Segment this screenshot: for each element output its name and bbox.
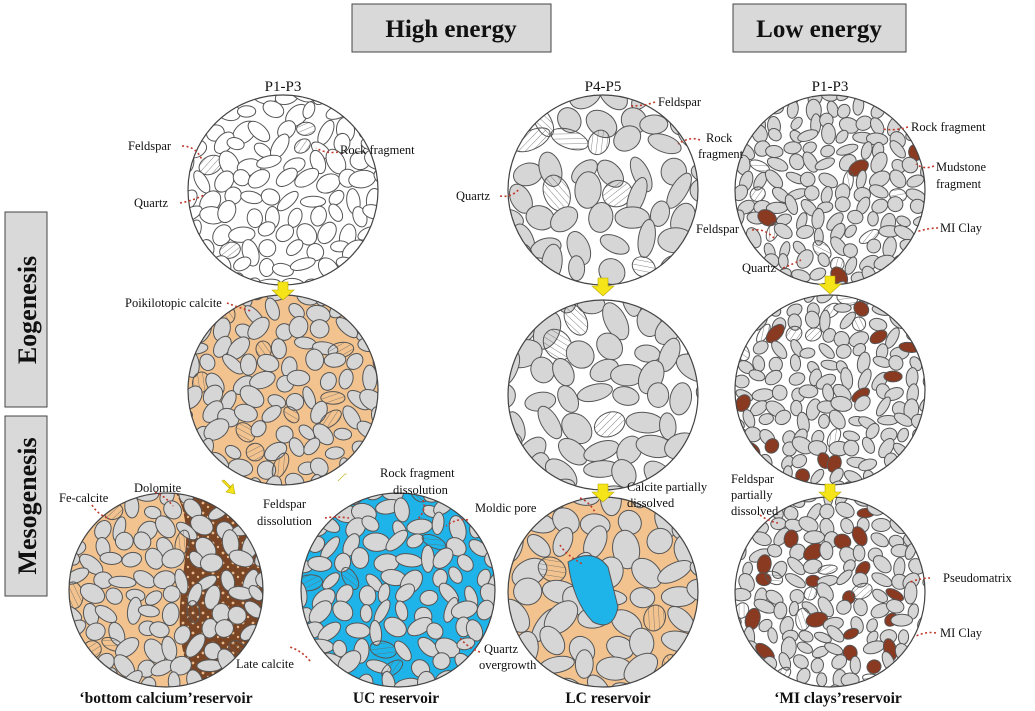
thin-section-low-eogenesis bbox=[734, 294, 926, 486]
arrow-diag-left bbox=[221, 479, 236, 495]
label-feldspar-b: Feldspar bbox=[658, 95, 702, 109]
arrow-down-1 bbox=[271, 281, 295, 301]
arrow-down-3 bbox=[591, 483, 615, 503]
label-feldspar-partially-3: dissolved bbox=[731, 504, 779, 518]
label-mi-clay-b: MI Clay bbox=[940, 626, 983, 640]
label-rock-b2: fragment bbox=[698, 147, 744, 161]
thin-section-low-initial bbox=[734, 94, 926, 286]
captions: ‘bottom calcium’reservoir UC reservoir L… bbox=[79, 690, 901, 707]
thin-section-bottom-calcium bbox=[68, 492, 264, 688]
label-quartz-over-1: Quartz bbox=[484, 642, 518, 656]
header-high-energy-text: High energy bbox=[385, 16, 517, 43]
label-mi-clay-a: MI Clay bbox=[940, 221, 983, 235]
label-calcite-partially-1: Calcite partially bbox=[627, 480, 708, 494]
leader-lines bbox=[91, 101, 939, 662]
label-dolomite: Dolomite bbox=[134, 481, 182, 495]
labels: Feldspar Rock fragment Quartz Feldspar R… bbox=[59, 95, 1012, 672]
arrow-down-4 bbox=[818, 275, 842, 295]
header-high-energy: High energy bbox=[351, 3, 552, 53]
stage-mesogenesis-text: Mesogenesis bbox=[13, 437, 42, 574]
label-poikilotopic-calcite: Poikilotopic calcite bbox=[125, 296, 222, 310]
label-rock-fragment-a: Rock fragment bbox=[340, 143, 415, 157]
caption-lc: LC reservoir bbox=[565, 690, 650, 707]
phase-label-middle: P4-P5 bbox=[585, 79, 622, 95]
label-feldspar-partially-1: Feldspar bbox=[731, 472, 775, 486]
arrow-diag-right bbox=[337, 473, 347, 482]
label-mudstone-1: Mudstone bbox=[936, 160, 986, 174]
thin-section-p4p5-eogenesis bbox=[507, 299, 699, 491]
stage-eogenesis-text: Eogenesis bbox=[13, 256, 42, 364]
label-quartz-b: Quartz bbox=[456, 189, 490, 203]
label-calcite-partially-2: dissolved bbox=[627, 496, 675, 510]
arrows bbox=[221, 275, 842, 503]
arrow-down-2 bbox=[591, 277, 615, 297]
label-late-calcite: Late calcite bbox=[236, 657, 294, 671]
phase-label-right: P1-P3 bbox=[812, 79, 849, 95]
header-low-energy-text: Low energy bbox=[756, 16, 882, 43]
label-mudstone-2: fragment bbox=[936, 177, 982, 191]
label-quartz-c: Quartz bbox=[742, 261, 776, 275]
label-quartz-over-2: overgrowth bbox=[479, 658, 537, 672]
label-feldspar-a: Feldspar bbox=[128, 139, 172, 153]
thin-section-p1p3-initial bbox=[187, 94, 379, 286]
caption-mi-clays: ‘MI clays’reservoir bbox=[774, 690, 902, 707]
stage-mesogenesis: Mesogenesis bbox=[4, 415, 48, 597]
label-rock-fragment-c: Rock fragment bbox=[911, 120, 986, 134]
thin-section-mi-clays bbox=[734, 496, 926, 688]
label-quartz-a: Quartz bbox=[134, 196, 168, 210]
thin-section-p1p3-eogenesis bbox=[187, 294, 379, 486]
label-rock-b1: Rock bbox=[706, 131, 733, 145]
label-fe-calcite: Fe-calcite bbox=[59, 491, 109, 505]
header-low-energy: Low energy bbox=[732, 3, 907, 53]
caption-uc: UC reservoir bbox=[353, 690, 439, 707]
label-rock-diss-1: Rock fragment bbox=[380, 466, 455, 480]
label-pseudomatrix: Pseudomatrix bbox=[943, 571, 1012, 585]
stage-eogenesis: Eogenesis bbox=[4, 211, 48, 408]
label-moldic-pore: Moldic pore bbox=[475, 501, 537, 515]
label-feldspar-diss-2: dissolution bbox=[257, 514, 313, 528]
phase-label-left: P1-P3 bbox=[265, 79, 302, 95]
arrow-down-5 bbox=[818, 483, 842, 503]
label-feldspar-c: Feldspar bbox=[696, 222, 740, 236]
caption-bottom-calcium: ‘bottom calcium’reservoir bbox=[79, 690, 252, 707]
label-feldspar-partially-2: partially bbox=[731, 488, 773, 502]
thin-section-p4p5-initial bbox=[507, 94, 699, 286]
label-rock-diss-2: dissolution bbox=[393, 483, 449, 497]
label-feldspar-diss-1: Feldspar bbox=[263, 497, 307, 511]
